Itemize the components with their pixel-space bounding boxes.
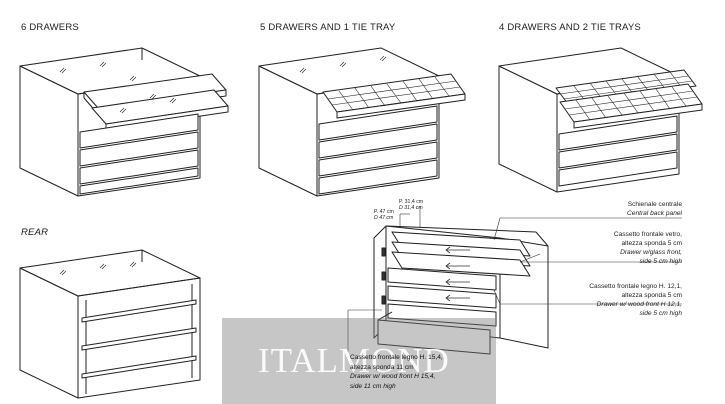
drawer-unit-4-drawers-2-trays-icon: [498, 47, 703, 193]
drawer-unit-6-drawers-icon: [19, 47, 229, 197]
callout-glass-front: Cassetto frontale vetro, altezza sponda …: [614, 230, 682, 266]
callout-back-panel-it: Schienale centrale: [627, 201, 682, 208]
callout-glass-front-en-2: side 5 cm high: [639, 258, 682, 265]
callout-glass-front-en-1: Drawer w/glass front,: [620, 249, 682, 256]
heading-4-drawers-2-tie-trays: 4 DRAWERS AND 2 TIE TRAYS: [499, 22, 641, 33]
dimension-47-p: P. 47 cm: [374, 209, 394, 215]
dimension-label-31-4: P. 31,4 cm D 31,4 cm: [399, 199, 423, 211]
watermark-overlay: [222, 318, 496, 404]
heading-6-drawers: 6 DRAWERS: [21, 22, 79, 33]
callout-wood-front-12-it-1: Cassetto frontale legno H. 12,1,: [589, 283, 682, 290]
callout-wood-front-15-it-2: altezza sponda 11 cm: [350, 363, 414, 371]
dimension-label-47: P. 47 cm D 47 cm: [374, 209, 394, 221]
drawer-unit-5-drawers-1-tray-icon: [258, 47, 466, 197]
callout-wood-front-15-it-1: Cassetto frontale legno H. 15,4,: [350, 354, 443, 361]
dimension-31-4-p: P. 31,4 cm: [399, 199, 424, 205]
dimension-31-4-d: D 31,4 cm: [399, 205, 423, 211]
heading-5-drawers-1-tie-tray: 5 DRAWERS AND 1 TIE TRAY: [260, 22, 396, 33]
heading-rear: REAR: [21, 227, 49, 238]
watermark-text: ITALMOND: [258, 341, 450, 380]
callout-glass-front-it-2: altezza sponda 5 cm: [621, 240, 682, 247]
drawer-unit-rear-icon: [19, 249, 201, 399]
callout-back-panel-en: Central back panel: [627, 210, 682, 217]
callout-wood-front-15-en-2: side 11 cm high: [350, 382, 396, 390]
callout-glass-front-it-1: Cassetto frontale vetro,: [613, 231, 682, 238]
callout-wood-front-12-it-2: altezza sponda 5 cm: [621, 292, 682, 299]
callout-wood-front-12: Cassetto frontale legno H. 12,1, altezza…: [589, 282, 682, 318]
callout-wood-front-12-en-2: side 5 cm high: [639, 310, 682, 317]
callout-wood-front-12-en-1: Drawer w/ wood front H 12,1,: [596, 301, 682, 308]
dimension-47-d: D 47 cm: [374, 215, 394, 221]
callout-wood-front-15-en-1: Drawer w/ wood front H 15,4,: [350, 373, 436, 380]
exploded-drawer-diagram-icon: [347, 206, 682, 355]
callout-wood-front-15: Cassetto frontale legno H. 15,4, altezza…: [350, 353, 443, 391]
callout-back-panel: Schienale centrale Central back panel: [627, 200, 682, 218]
